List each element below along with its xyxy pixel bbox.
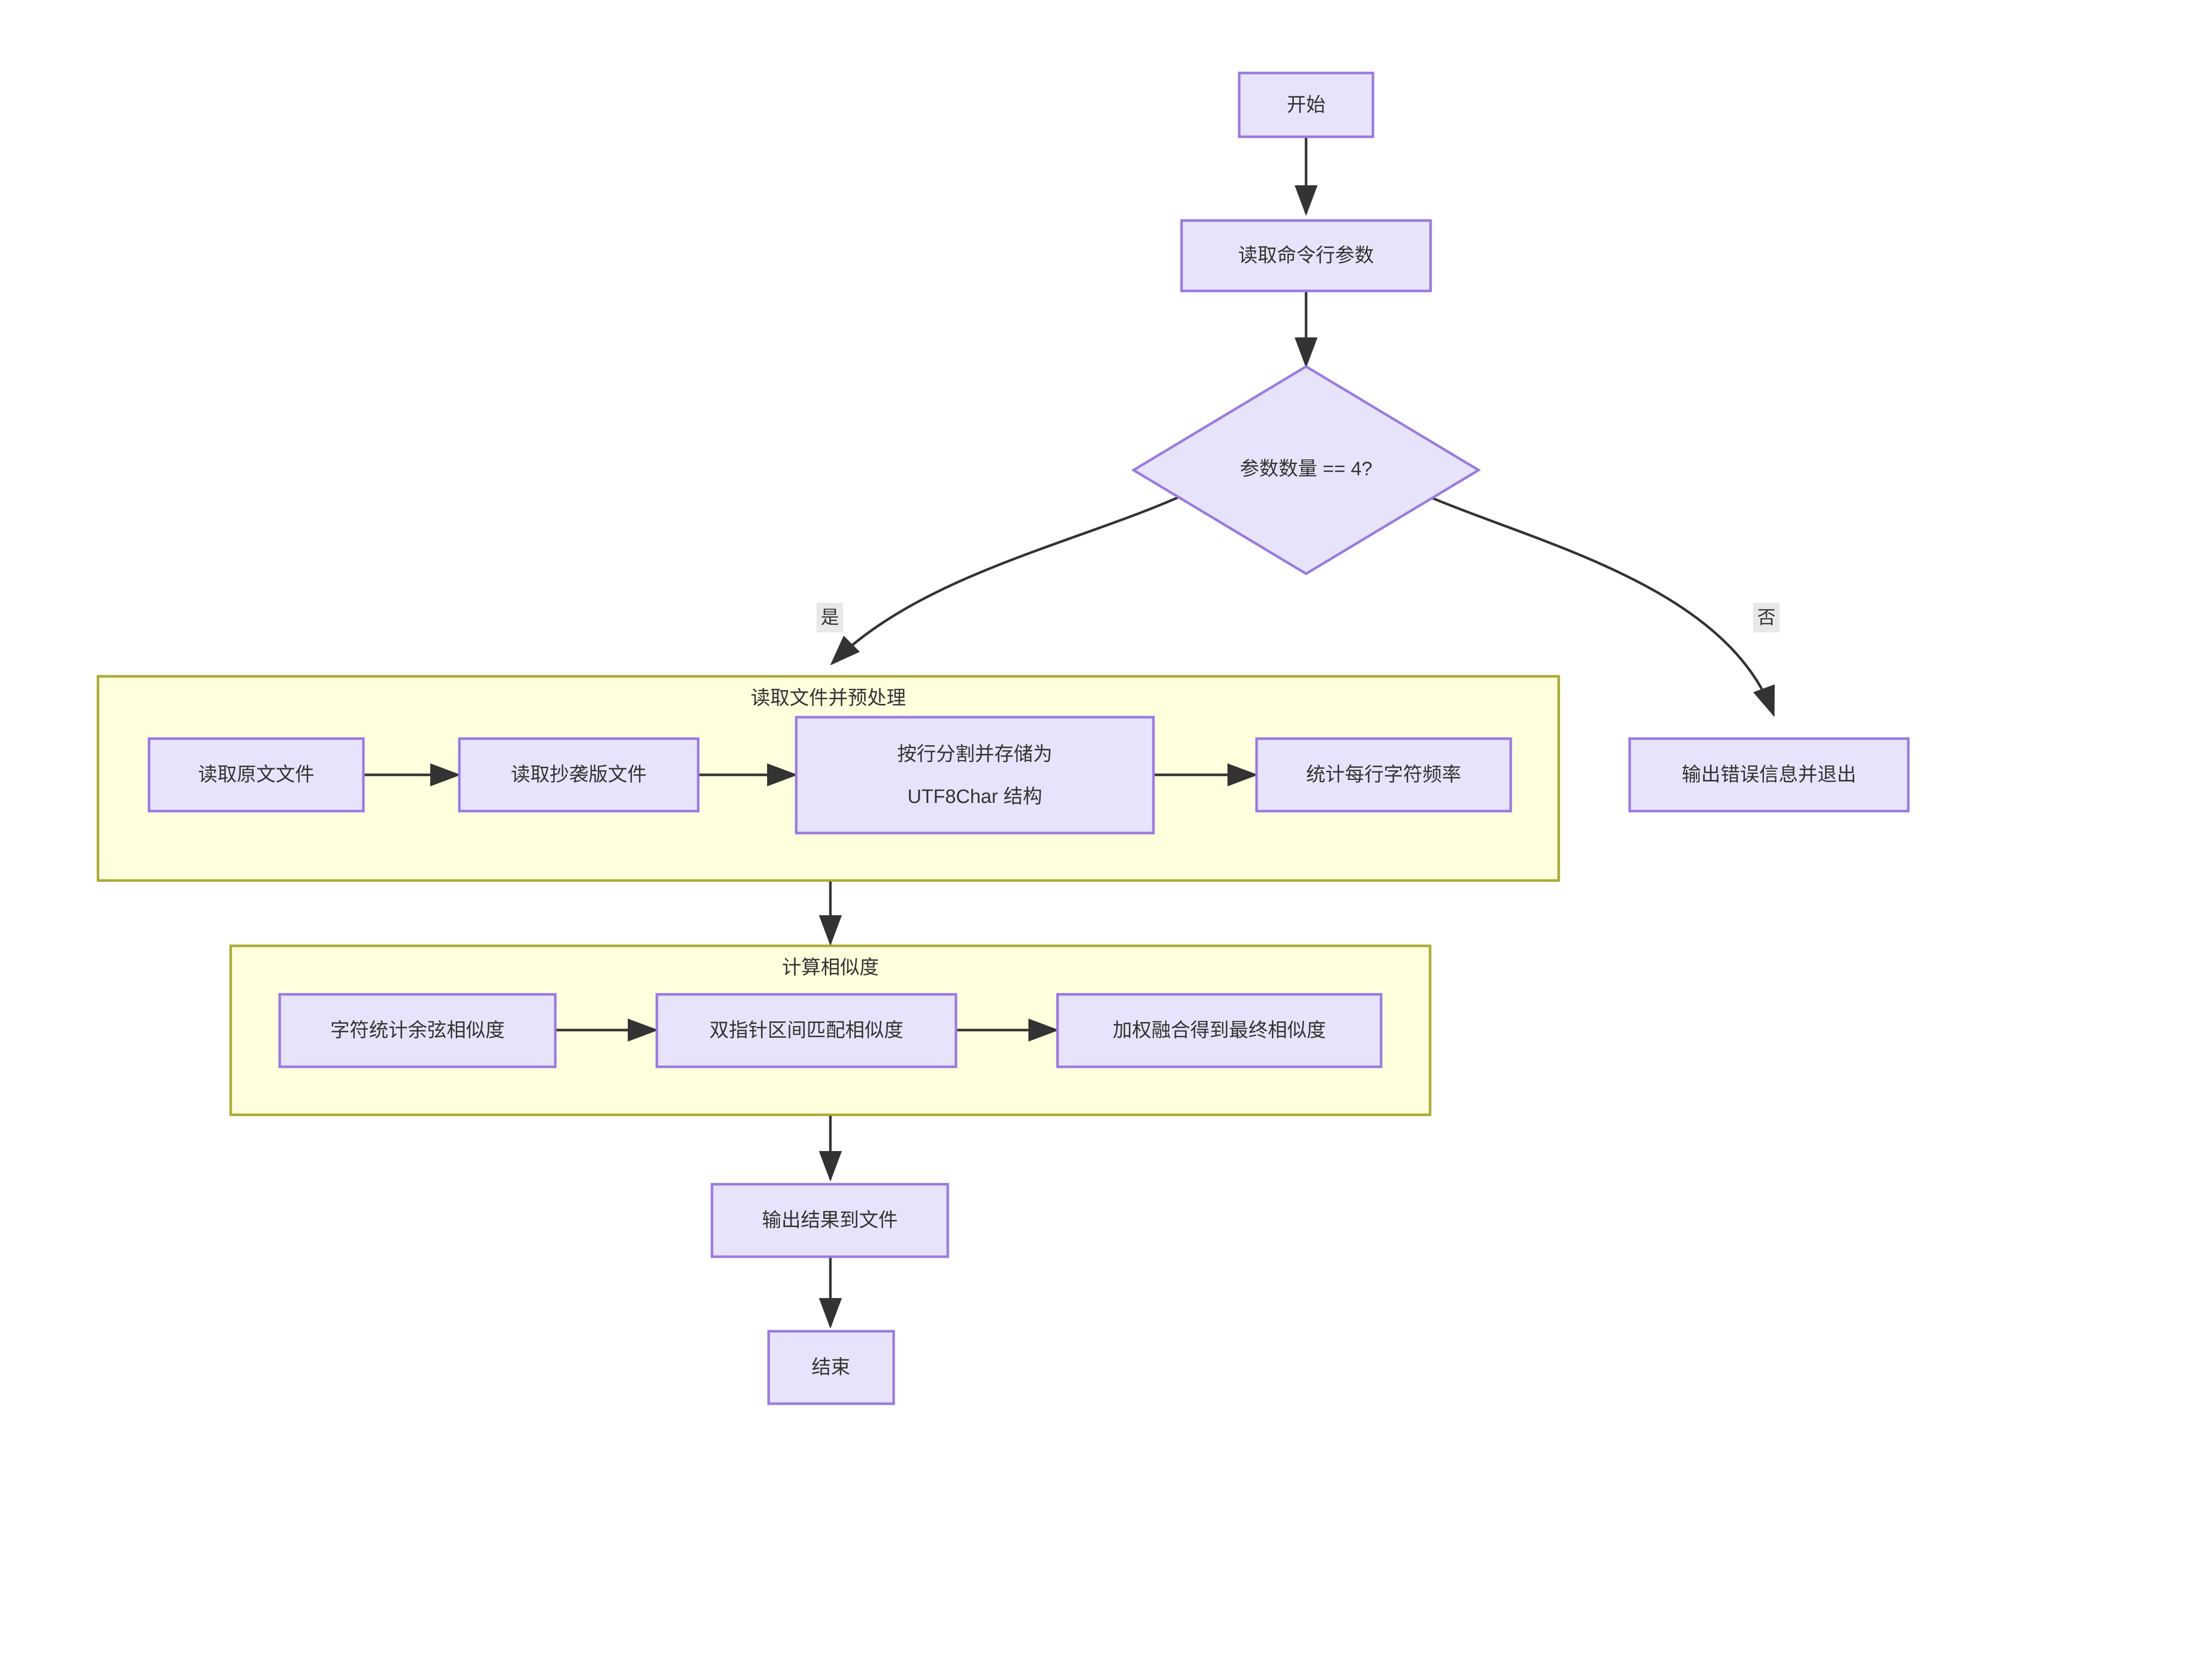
node-error-exit-label: 输出错误信息并退出	[1682, 764, 1856, 786]
node-read-original-file-label: 读取原文文件	[198, 764, 314, 786]
node-cosine-similarity[interactable]: 字符统计余弦相似度	[278, 993, 557, 1068]
node-split-lines-utf8char-box[interactable]	[795, 716, 1155, 835]
node-two-pointer-similarity-label: 双指针区间匹配相似度	[709, 1020, 903, 1041]
node-char-frequency[interactable]: 统计每行字符频率	[1255, 737, 1512, 813]
node-output-result-box[interactable]	[710, 1183, 949, 1258]
edge-label-yes-text: 是	[821, 607, 839, 628]
node-output-result-label: 输出结果到文件	[762, 1210, 898, 1231]
node-weighted-fusion[interactable]: 加权融合得到最终相似度	[1056, 993, 1383, 1068]
node-weighted-fusion-box[interactable]	[1056, 993, 1383, 1068]
node-char-frequency-label: 统计每行字符频率	[1306, 764, 1461, 786]
node-read-original-file[interactable]: 读取原文文件	[148, 737, 365, 813]
edge-label-no: 否	[1753, 603, 1780, 632]
node-split-lines-utf8char[interactable]: 按行分割并存储为 UTF8Char 结构	[795, 716, 1155, 835]
node-error-exit[interactable]: 输出错误信息并退出	[1628, 737, 1910, 813]
node-cosine-similarity-box[interactable]	[278, 993, 557, 1068]
node-read-copy-file[interactable]: 读取抄袭版文件	[458, 737, 700, 813]
node-end-label: 结束	[812, 1357, 850, 1378]
node-split-lines-utf8char-label-line2: UTF8Char 结构	[907, 786, 1042, 808]
node-read-args-box[interactable]	[1180, 219, 1432, 292]
node-cosine-similarity-label: 字符统计余弦相似度	[330, 1020, 505, 1041]
node-output-result[interactable]: 输出结果到文件	[710, 1183, 949, 1258]
edge-label-yes: 是	[817, 603, 843, 632]
node-read-args[interactable]: 读取命令行参数	[1180, 219, 1432, 292]
edge-decision-to-error	[1413, 488, 1775, 717]
node-read-copy-file-box[interactable]	[458, 737, 700, 813]
node-arg-count-decision[interactable]: 参数数量 == 4?	[1131, 365, 1481, 575]
node-read-args-label: 读取命令行参数	[1238, 245, 1374, 266]
edge-label-no-bg	[1753, 603, 1780, 632]
edge-decision-to-preprocess	[830, 488, 1195, 666]
node-start-box[interactable]	[1238, 71, 1374, 138]
node-read-original-file-box[interactable]	[148, 737, 365, 813]
cluster-similarity-label: 计算相似度	[782, 957, 879, 979]
edge-label-no-text: 否	[1757, 607, 1776, 628]
cluster-preprocess-label: 读取文件并预处理	[751, 688, 906, 709]
node-arg-count-decision-label: 参数数量 == 4?	[1240, 458, 1372, 480]
node-read-copy-file-label: 读取抄袭版文件	[511, 764, 647, 786]
node-weighted-fusion-label: 加权融合得到最终相似度	[1113, 1020, 1326, 1041]
node-arg-count-decision-shape[interactable]	[1131, 365, 1481, 575]
node-end-box[interactable]	[767, 1330, 895, 1405]
node-start-label: 开始	[1287, 94, 1325, 116]
node-char-frequency-box[interactable]	[1255, 737, 1512, 813]
node-error-exit-box[interactable]	[1628, 737, 1910, 813]
edge-label-yes-bg	[817, 603, 843, 632]
node-split-lines-utf8char-label-line1: 按行分割并存储为	[897, 744, 1052, 765]
node-two-pointer-similarity[interactable]: 双指针区间匹配相似度	[655, 993, 957, 1068]
node-two-pointer-similarity-box[interactable]	[655, 993, 957, 1068]
node-end[interactable]: 结束	[767, 1330, 895, 1405]
node-start[interactable]: 开始	[1238, 71, 1374, 138]
